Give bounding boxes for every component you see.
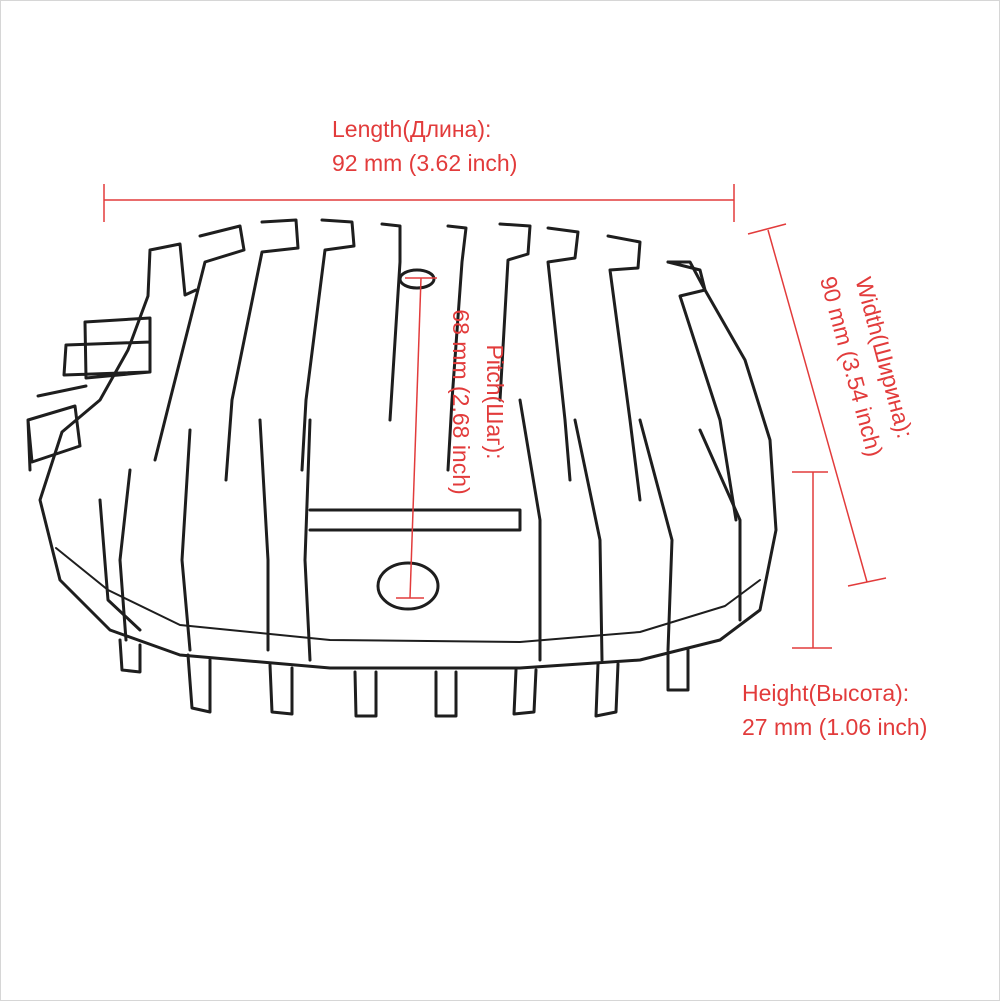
pitch-title: Pitch(Шаг): [482, 344, 508, 460]
pitch-value: 68 mm (2.68 inch) [448, 309, 474, 495]
length-value: 92 mm (3.62 inch) [332, 150, 518, 176]
height-value: 27 mm (1.06 inch) [742, 714, 928, 740]
heatsink-base-outline [38, 242, 778, 670]
center-channel [308, 508, 522, 532]
connector-block [26, 316, 152, 472]
fins-top [153, 218, 738, 522]
mount-hole-bottom [376, 561, 440, 611]
length-label: Length(Длина): 92 mm (3.62 inch) [332, 112, 517, 180]
length-dimension-line [103, 184, 735, 222]
width-dimension-line [747, 223, 887, 587]
length-title: Length(Длина): [332, 116, 492, 142]
pitch-dimension-line [396, 277, 437, 599]
heatsink-body [26, 218, 778, 718]
pitch-label: Pitch(Шаг): 68 mm (2.68 inch) [444, 309, 512, 494]
fins-front [98, 398, 742, 662]
dimension-lines [103, 184, 887, 649]
height-title: Height(Высота): [742, 680, 910, 706]
height-label: Height(Высота): 27 mm (1.06 inch) [742, 676, 927, 744]
height-dimension-line [792, 471, 832, 649]
fin-legs [118, 638, 690, 718]
mount-hole-top [398, 268, 436, 290]
